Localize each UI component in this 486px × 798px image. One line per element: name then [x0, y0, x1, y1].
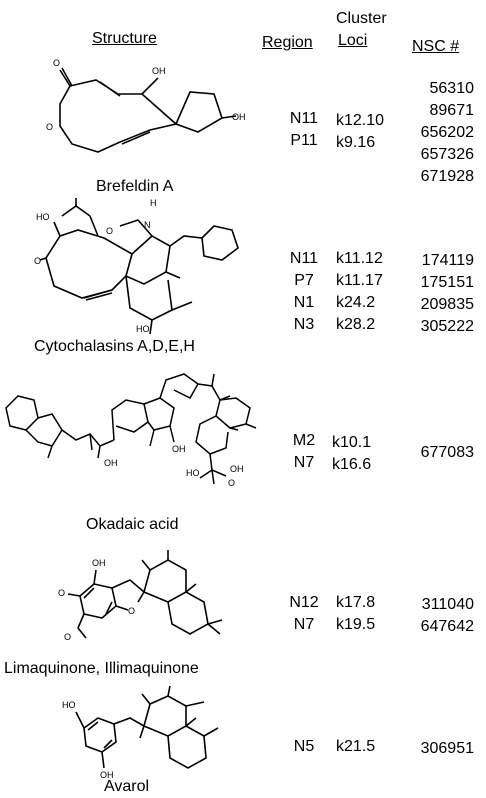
nsc-avarol: 306951: [408, 738, 474, 760]
okadaic-label-ho: HO: [186, 468, 200, 478]
region-cell: N11: [289, 250, 319, 267]
structure-okadaic-acid: OH OH HO OH O: [0, 360, 260, 490]
region-cell: P7: [294, 272, 314, 289]
okadaic-label-o: O: [228, 478, 235, 488]
brefeldin-a-structure-drawing: O O OH OH: [46, 58, 246, 153]
nsc-cell: 305222: [420, 318, 474, 335]
locus-cell: k21.5: [336, 738, 376, 755]
structure-brefeldin-a: O O OH OH: [0, 52, 260, 177]
cyto-label-h: H: [150, 198, 157, 208]
region-cell: N5: [293, 738, 315, 755]
nsc-okadaic-acid: 677083: [408, 442, 474, 464]
lima-label-o-3: O: [64, 632, 71, 642]
nsc-cytochalasins: 174119 175151 209835 305222: [408, 250, 474, 338]
okadaic-label-oh-3: OH: [230, 464, 244, 474]
loci-limaquinone: k17.8 k19.5: [336, 592, 406, 636]
region-cell: N11: [289, 110, 319, 127]
regions-cytochalasins: N11 P7 N1 N3: [284, 248, 324, 336]
locus-cell: k9.16: [336, 134, 376, 151]
cyto-label-ho-2: HO: [136, 324, 150, 334]
region-cell: M2: [292, 432, 316, 449]
structure-cytochalasins: HO H N O O HO: [0, 198, 260, 338]
brefeldin-label-oh-2: OH: [232, 112, 246, 122]
cyto-label-ho-1: HO: [36, 212, 50, 222]
okadaic-label-oh-1: OH: [104, 458, 118, 468]
loci-cytochalasins: k11.12 k11.17 k24.2 k28.2: [336, 248, 406, 336]
brefeldin-label-o-top: O: [53, 58, 60, 68]
regions-limaquinone: N12 N7: [284, 592, 324, 636]
loci-okadaic-acid: k10.1 k16.6: [332, 432, 402, 476]
region-cell: N12: [289, 594, 319, 611]
nsc-cell: 671928: [420, 168, 474, 185]
locus-cell: k12.10: [336, 112, 385, 129]
lima-label-oh: OH: [92, 558, 106, 568]
nsc-cell: 647642: [420, 618, 474, 635]
okadaic-acid-structure-drawing: OH OH HO OH O: [5, 373, 257, 488]
locus-cell: k16.6: [332, 456, 372, 473]
structure-avarol: HO OH: [0, 684, 260, 784]
header-cluster: Cluster: [336, 10, 387, 27]
region-cell: P11: [290, 132, 318, 149]
header-region: Region: [262, 34, 313, 51]
header-loci: Loci: [338, 32, 368, 49]
caption-cytochalasins: Cytochalasins A,D,E,H: [34, 338, 195, 355]
cyto-label-o-2: O: [34, 256, 41, 266]
lima-label-o-1: O: [58, 588, 65, 598]
limaquinone-structure-drawing: OH O O O: [58, 550, 223, 642]
loci-brefeldin-a: k12.10 k9.16: [336, 110, 406, 154]
region-cell: N1: [293, 294, 315, 311]
loci-avarol: k21.5: [336, 736, 406, 758]
region-cell: N3: [293, 316, 315, 333]
nsc-cell: 311040: [421, 596, 474, 613]
structure-limaquinone: OH O O O: [0, 540, 260, 660]
locus-cell: k11.17: [336, 272, 383, 289]
header-structure: Structure: [92, 30, 157, 47]
nsc-cell: 656202: [420, 124, 474, 141]
nsc-cell: 306951: [420, 740, 474, 757]
lima-label-o-2: O: [128, 606, 135, 616]
nsc-cell: 657326: [420, 146, 474, 163]
nsc-limaquinone: 311040 647642: [408, 594, 474, 638]
cyto-label-o-1: O: [106, 226, 113, 236]
nsc-cell: 174119: [421, 252, 474, 269]
locus-cell: k24.2: [336, 294, 376, 311]
nsc-cell: 175151: [420, 274, 474, 291]
nsc-cell: 89671: [429, 102, 475, 119]
header-nsc: NSC #: [412, 38, 460, 55]
caption-brefeldin-a: Brefeldin A: [96, 178, 174, 195]
avarol-label-oh: OH: [100, 770, 114, 780]
nsc-cell: 209835: [420, 296, 474, 313]
region-cell: N7: [293, 616, 315, 633]
caption-okadaic-acid: Okadaic acid: [86, 516, 179, 533]
nsc-cell: 56310: [429, 80, 475, 97]
regions-okadaic-acid: M2 N7: [284, 430, 324, 474]
regions-avarol: N5: [284, 736, 324, 758]
nsc-brefeldin-a: 56310 89671 656202 657326 671928: [408, 78, 474, 188]
okadaic-label-oh-2: OH: [172, 444, 186, 454]
avarol-structure-drawing: HO OH: [62, 685, 219, 780]
caption-avarol: Avarol: [104, 778, 150, 795]
caption-limaquinone: Limaquinone, Illimaquinone: [4, 660, 199, 677]
cyto-label-n: N: [144, 220, 151, 230]
locus-cell: k28.2: [336, 316, 376, 333]
locus-cell: k11.12: [336, 250, 383, 267]
locus-cell: k17.8: [336, 594, 376, 611]
locus-cell: k10.1: [332, 434, 372, 451]
region-cell: N7: [293, 454, 315, 471]
locus-cell: k19.5: [336, 616, 376, 633]
regions-brefeldin-a: N11 P11: [284, 108, 324, 152]
brefeldin-label-o-ring: O: [46, 122, 53, 132]
avarol-label-ho: HO: [62, 700, 76, 710]
brefeldin-label-oh-1: OH: [152, 66, 166, 76]
cytochalasins-structure-drawing: HO H N O O HO: [34, 198, 239, 335]
nsc-cell: 677083: [420, 444, 474, 461]
